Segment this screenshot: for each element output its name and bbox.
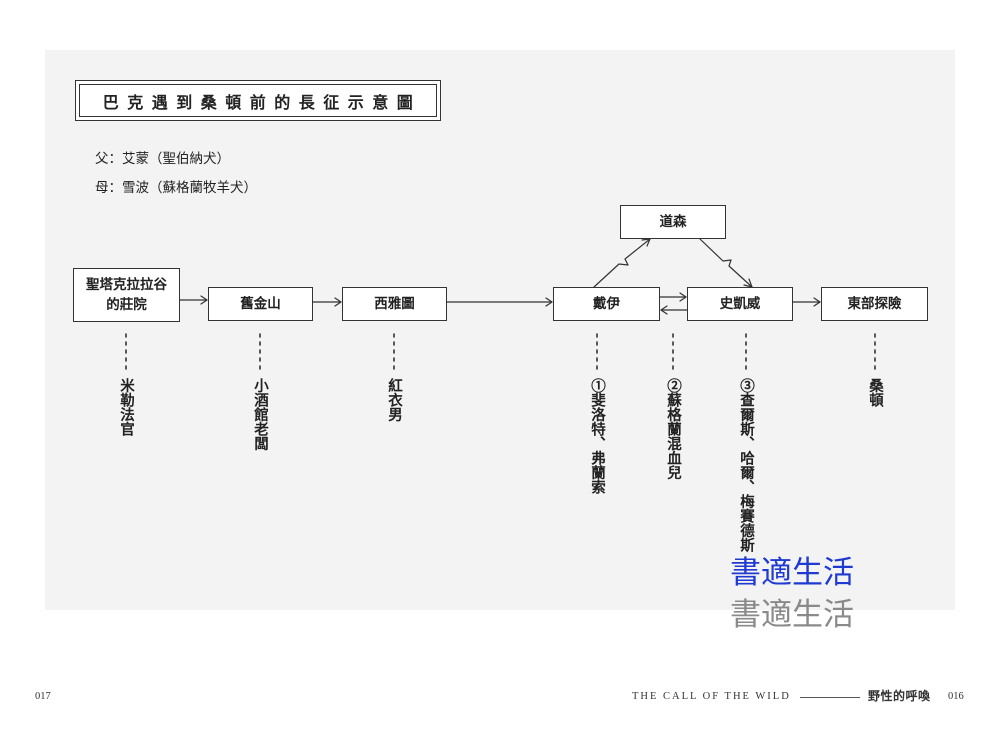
owner-thornton: 桑頓 <box>867 378 884 407</box>
footer-page-right: 016 <box>948 691 964 702</box>
watermark-primary: 書適生活 <box>730 555 854 591</box>
owner-judge-miller: 米勒法官 <box>118 378 135 436</box>
owner-charles-hal-mercedes: ③查爾斯、哈爾、梅賽德斯 <box>738 378 755 552</box>
node-dyea-label: 戴伊 <box>593 296 620 312</box>
footer-page-left: 017 <box>35 691 51 702</box>
footer-book-title-en: THE CALL OF THE WILD <box>632 691 791 702</box>
node-san-francisco: 舊金山 <box>208 287 313 321</box>
node-dawson-label: 道森 <box>659 214 687 230</box>
node-dawson: 道森 <box>620 205 726 239</box>
node-skagway-label: 史凱威 <box>719 296 761 312</box>
diagram-title: 巴克遇到桑頓前的長征示意圖 <box>102 92 422 112</box>
node-eastern-expedition-label: 東部探險 <box>847 296 902 312</box>
node-san-francisco-label: 舊金山 <box>240 296 281 312</box>
title-box-inner-border: 巴克遇到桑頓前的長征示意圖 <box>79 84 437 117</box>
node-seattle: 西雅圖 <box>342 287 447 321</box>
node-santa-clara: 聖塔克拉拉谷 的莊院 <box>73 268 180 322</box>
father-line: 父：艾蒙（聖伯納犬） <box>95 151 230 167</box>
node-santa-clara-line1: 聖塔克拉拉谷 <box>86 277 167 293</box>
node-dyea: 戴伊 <box>553 287 660 321</box>
title-box: 巴克遇到桑頓前的長征示意圖 <box>75 80 441 121</box>
node-eastern-expedition: 東部探險 <box>821 287 928 321</box>
node-skagway: 史凱威 <box>687 287 793 321</box>
mother-line: 母：雪波（蘇格蘭牧羊犬） <box>95 180 257 196</box>
watermark-secondary: 書適生活 <box>730 597 854 633</box>
footer-rule <box>800 697 860 698</box>
node-santa-clara-line2: 的莊院 <box>106 297 147 313</box>
node-seattle-label: 西雅圖 <box>374 296 415 312</box>
owner-saloon-keeper: 小酒館老闆 <box>252 378 269 451</box>
owner-scotch-half-breed: ②蘇格蘭混血兒 <box>665 378 682 480</box>
owner-perrault-francois: ①斐洛特、弗蘭索 <box>589 378 606 494</box>
diagram-panel <box>45 50 955 610</box>
footer-book-title-zh: 野性的呼喚 <box>868 689 931 703</box>
owner-man-in-red: 紅衣男 <box>386 378 403 422</box>
